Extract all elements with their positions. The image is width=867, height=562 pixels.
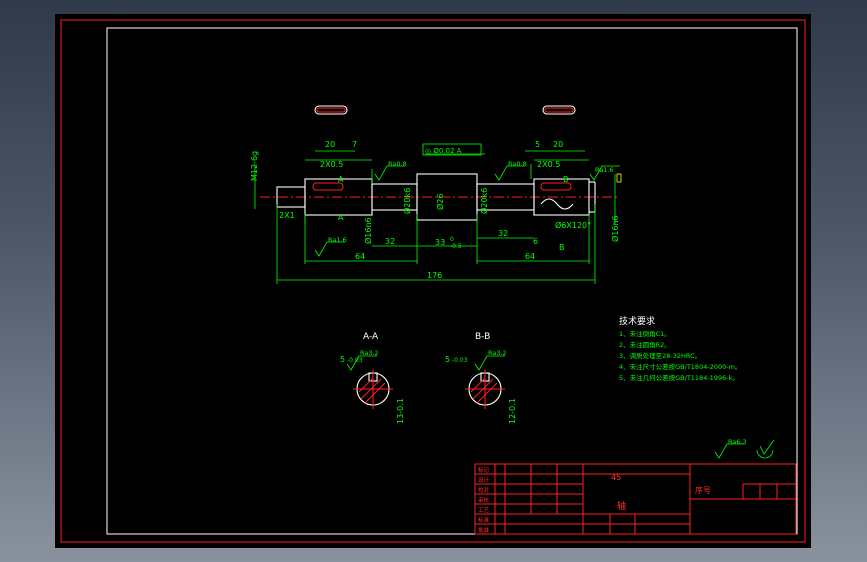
title-material: 45 bbox=[611, 473, 621, 482]
tol-33-upper: 0 bbox=[450, 236, 454, 243]
tol-33-lower: -0.5 bbox=[450, 243, 462, 250]
point-marker bbox=[616, 173, 622, 183]
dimension-lines bbox=[254, 150, 616, 284]
cad-drawing: 20 7 5 20 2X0.5 2X0.5 2X1 M12-6g 32 33 0… bbox=[60, 19, 806, 543]
roughness-2: Ra0.8 bbox=[508, 160, 527, 168]
roughness-5: Ra3.2 bbox=[360, 349, 379, 357]
keyway-slot-left bbox=[314, 105, 348, 115]
roughness-4: Ra1.6 bbox=[595, 166, 614, 174]
section-bb-key-tol: -0.03 bbox=[452, 357, 468, 364]
section-aa-hatch bbox=[358, 377, 386, 404]
tech-req-title: 技术要求 bbox=[619, 315, 655, 327]
dim-5: 5 bbox=[535, 140, 540, 149]
roughness-3: Ra1.6 bbox=[328, 236, 347, 244]
section-aa-title: A-A bbox=[363, 332, 379, 342]
drawing-viewport[interactable]: 20 7 5 20 2X0.5 2X0.5 2X1 M12-6g 32 33 0… bbox=[55, 14, 811, 548]
tech-req-item: 2、未注圆角R2。 bbox=[619, 340, 671, 349]
title-left-label: 校对 bbox=[478, 486, 490, 494]
tech-req-item: 5、未注几何公差按GB/T1184-1996-k。 bbox=[619, 373, 739, 382]
title-left-label: 设计 bbox=[478, 476, 490, 484]
center-hole-spec: Ø6X120° bbox=[555, 220, 591, 230]
len-33: 33 bbox=[435, 238, 445, 247]
title-left-label: 标记 bbox=[478, 466, 490, 474]
tech-req-item: 1、未注倒角C1。 bbox=[619, 329, 671, 338]
dia-16n6-right: Ø16n6 bbox=[610, 215, 620, 242]
keyway-left-on-shaft bbox=[312, 182, 344, 191]
title-left-label: 标准 bbox=[478, 516, 490, 524]
geo-tol-text: ◎ Ø0.02 A bbox=[425, 147, 462, 155]
chamfer-end: 2X1 bbox=[279, 211, 295, 220]
section-a-top: A bbox=[338, 175, 344, 184]
outer-frame bbox=[60, 19, 806, 543]
len-176: 176 bbox=[427, 271, 442, 280]
section-bb-hatch bbox=[470, 377, 498, 404]
keyway-slot-right bbox=[542, 105, 576, 115]
section-aa-key: 5 bbox=[340, 355, 345, 364]
title-seq-label: 序号 bbox=[695, 485, 711, 495]
dia-20k6-right: Ø20k6 bbox=[479, 188, 489, 214]
roughness-other-symbol bbox=[756, 439, 775, 459]
len-64-right: 64 bbox=[525, 252, 535, 261]
inner-frame bbox=[106, 27, 798, 535]
dim-20-right: 20 bbox=[553, 140, 563, 149]
thread-spec: M12-6g bbox=[250, 151, 259, 181]
section-a-bottom: A bbox=[338, 213, 344, 222]
dim-20-left: 20 bbox=[325, 140, 335, 149]
roughness-1: Ra0.8 bbox=[388, 160, 407, 168]
title-block-grid bbox=[474, 463, 797, 535]
title-part-name: 轴 bbox=[617, 500, 626, 512]
dim-7: 7 bbox=[352, 140, 357, 149]
dia-26: Ø26 bbox=[435, 194, 445, 210]
section-aa-depth: 13-0.1 bbox=[396, 398, 405, 424]
len-32-left: 32 bbox=[385, 237, 395, 246]
keyway-right-on-shaft bbox=[540, 182, 572, 191]
chamfer-right: 2X0.5 bbox=[537, 160, 560, 169]
roughness-general: Ra6.3 bbox=[728, 438, 747, 446]
section-b-bottom: B bbox=[559, 243, 565, 252]
geo-tol-frame bbox=[422, 143, 482, 156]
len-6: 6 bbox=[533, 237, 538, 246]
section-bb-depth: 12-0.1 bbox=[508, 398, 517, 424]
chamfer-left: 2X0.5 bbox=[320, 160, 343, 169]
title-left-label: 批准 bbox=[478, 526, 490, 534]
len-32-right: 32 bbox=[498, 229, 508, 238]
roughness-6: Ra3.2 bbox=[488, 349, 507, 357]
title-left-label: 审核 bbox=[478, 496, 490, 504]
section-aa-key-tol: -0.03 bbox=[347, 357, 363, 364]
len-64-left: 64 bbox=[355, 252, 365, 261]
section-bb-title: B-B bbox=[475, 332, 490, 342]
dia-16n6-left: Ø16n6 bbox=[363, 217, 373, 244]
section-b-top: B bbox=[563, 175, 569, 184]
tech-req-item: 3、调质处理至28-32HRC。 bbox=[619, 351, 701, 360]
title-left-label: 工艺 bbox=[478, 507, 490, 514]
section-bb-key: 5 bbox=[445, 355, 450, 364]
dia-20k6-left: Ø20k6 bbox=[402, 188, 412, 214]
roughness-symbols bbox=[314, 165, 745, 459]
tech-req-item: 4、未注尺寸公差按GB/T1804-2000-m。 bbox=[619, 362, 741, 371]
center-hole-break bbox=[540, 198, 574, 210]
